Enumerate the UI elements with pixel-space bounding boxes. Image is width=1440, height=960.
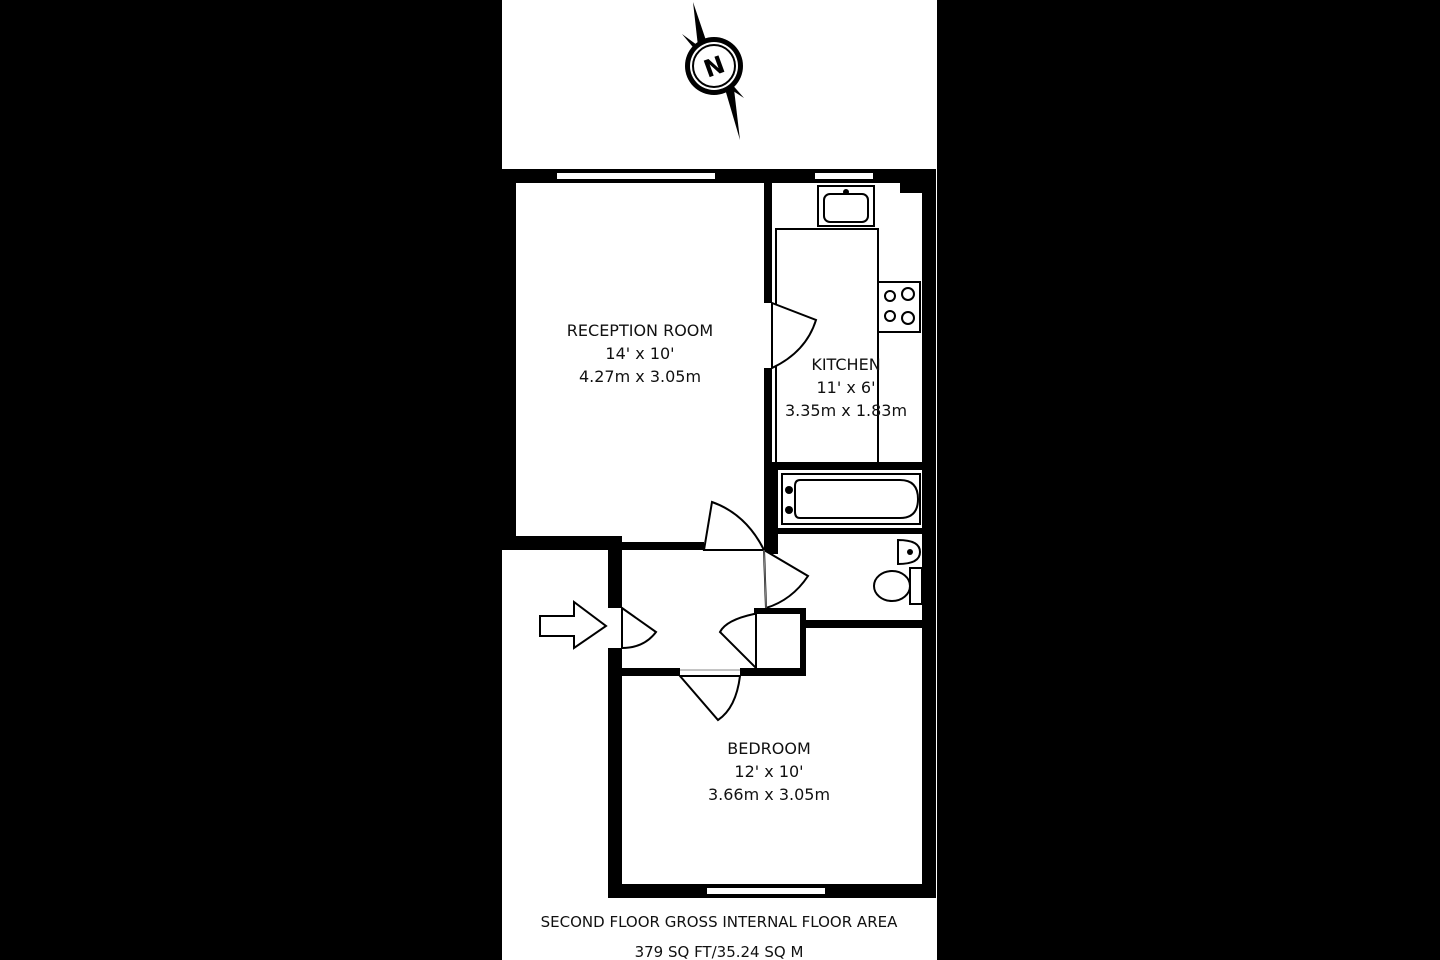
floor-area-title: SECOND FLOOR GROSS INTERNAL FLOOR AREA bbox=[541, 913, 898, 931]
reception-imperial: 14' x 10' bbox=[605, 344, 674, 363]
kitchen-metric: 3.35m x 1.83m bbox=[785, 401, 907, 420]
room-label-bedroom: BEDROOM 12' x 10' 3.66m x 3.05m bbox=[708, 739, 830, 804]
bedroom-imperial: 12' x 10' bbox=[734, 762, 803, 781]
wc-icon bbox=[873, 538, 923, 605]
kitchen-fixtures bbox=[775, 185, 921, 465]
hob-icon bbox=[877, 281, 921, 333]
sink-icon bbox=[823, 193, 869, 223]
compass-icon: N bbox=[682, 2, 744, 140]
room-label-reception: RECEPTION ROOM 14' x 10' 4.27m x 3.05m bbox=[567, 321, 713, 386]
windows bbox=[555, 171, 875, 896]
reception-name: RECEPTION ROOM bbox=[567, 321, 713, 340]
doors bbox=[621, 301, 818, 722]
kitchen-name: KITCHEN bbox=[811, 355, 880, 374]
bedroom-name: BEDROOM bbox=[727, 739, 811, 758]
kitchen-imperial: 11' x 6' bbox=[817, 378, 876, 397]
reception-metric: 4.27m x 3.05m bbox=[579, 367, 701, 386]
entrance-arrow-icon bbox=[539, 600, 608, 650]
room-label-kitchen: KITCHEN 11' x 6' 3.35m x 1.83m bbox=[785, 355, 907, 420]
bedroom-metric: 3.66m x 3.05m bbox=[708, 785, 830, 804]
bath-icon bbox=[781, 473, 921, 525]
floor-area-value: 379 SQ FT/35.24 SQ M bbox=[635, 943, 804, 960]
